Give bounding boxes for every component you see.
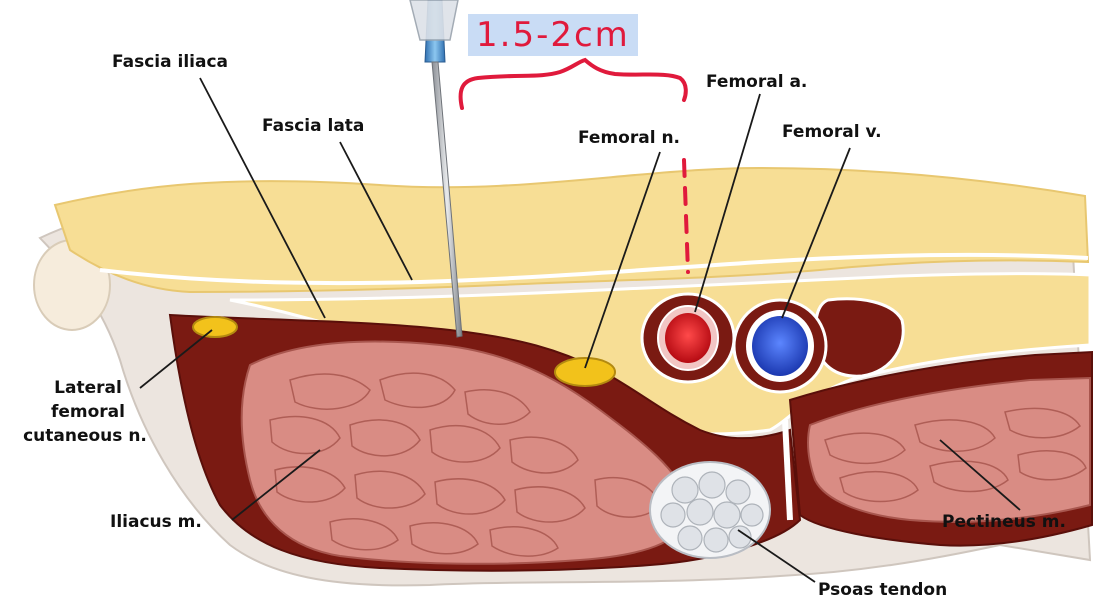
measurement-bracket (461, 60, 686, 108)
label-fascia-lata: Fascia lata (262, 116, 364, 136)
label-fascia-iliaca: Fascia iliaca (112, 52, 228, 72)
measurement-annotation: 1.5-2cm (468, 14, 638, 56)
label-lateral-femoral-cutaneous-1: Lateral (38, 378, 138, 398)
label-psoas-tendon: Psoas tendon (818, 580, 947, 600)
femoral-nerve (555, 358, 615, 386)
label-femoral-n: Femoral n. (578, 128, 680, 148)
label-pectineus: Pectineus m. (942, 512, 1066, 532)
label-lateral-femoral-cutaneous-2: femoral (38, 402, 138, 422)
femoral-artery (642, 294, 734, 382)
label-iliacus: Iliacus m. (110, 512, 202, 532)
label-lateral-femoral-cutaneous-3: cutaneous n. (10, 426, 160, 446)
psoas-tendon (650, 462, 770, 558)
lateral-femoral-cutaneous-nerve (193, 317, 237, 337)
label-femoral-a: Femoral a. (706, 72, 807, 92)
femoral-vein (734, 300, 826, 392)
femoral-canal (816, 299, 904, 376)
label-femoral-v: Femoral v. (782, 122, 882, 142)
